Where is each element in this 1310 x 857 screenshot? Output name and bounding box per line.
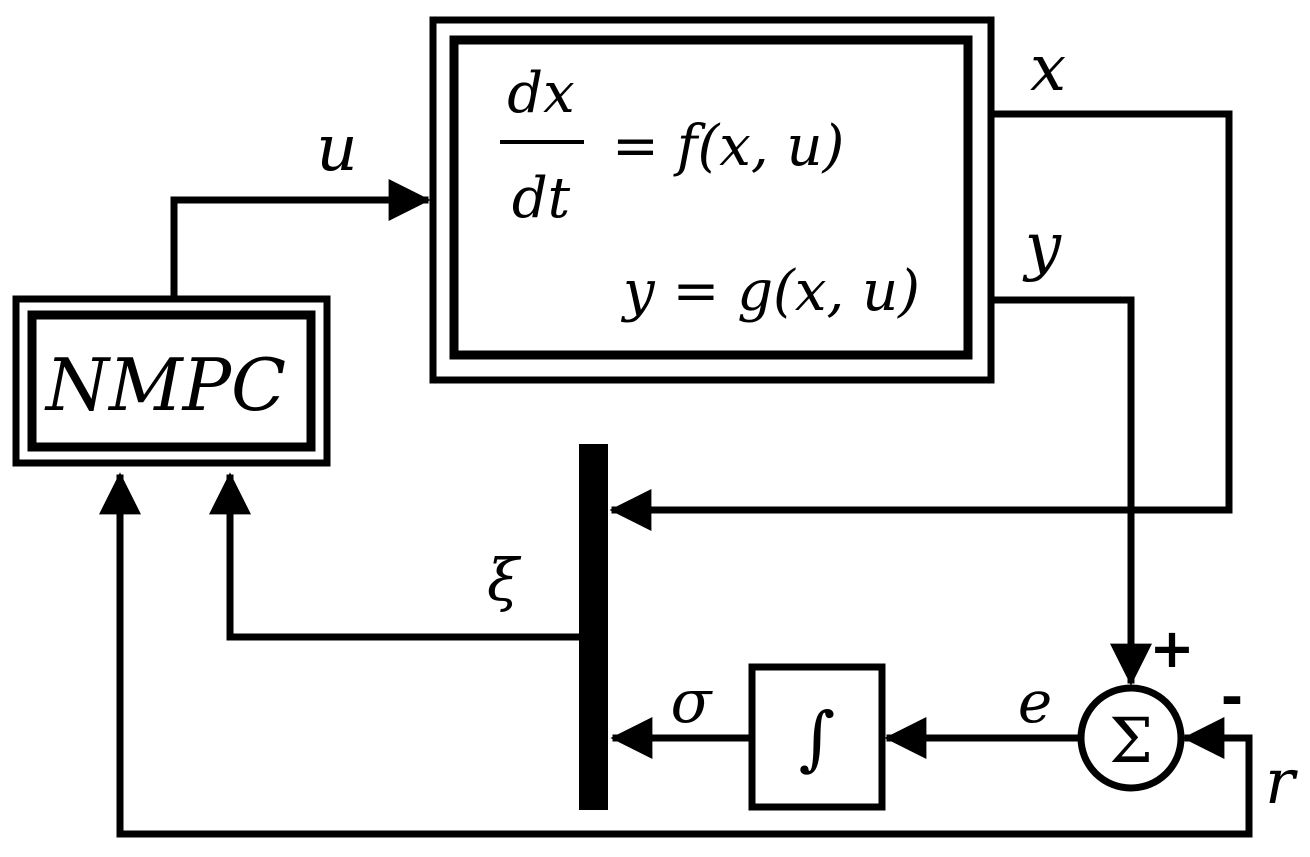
nmpc-block: NMPC	[12, 295, 331, 467]
output-equation: y = g(x, u)	[620, 259, 920, 324]
derivative-denominator: dt	[512, 166, 571, 231]
nmpc-label: NMPC	[44, 343, 286, 427]
dynamics-equation: = f(x, u)	[612, 114, 844, 179]
u-signal-wire	[170, 179, 431, 303]
x-feedback-wire	[609, 110, 1233, 531]
summing-junction: Σ + -	[1077, 617, 1243, 792]
xi-wire	[209, 472, 583, 641]
sigma-sum-symbol: Σ	[1109, 704, 1153, 777]
signal-mux-bar	[579, 444, 608, 810]
derivative-numerator: dx	[507, 61, 574, 126]
signal-label-r: r	[1265, 745, 1298, 818]
integrator-block: ∫	[748, 663, 886, 811]
plus-sign: +	[1149, 617, 1194, 680]
signal-label-xi: ξ	[487, 546, 522, 614]
signal-label-sigma: σ	[671, 667, 714, 737]
signal-label-x: x	[1030, 32, 1066, 106]
y-output-wire	[987, 296, 1152, 686]
signal-label-u: u	[316, 112, 357, 186]
signal-label-y: y	[1022, 210, 1062, 284]
r-reference-to-nmpc-wire	[99, 472, 1253, 838]
plant-block: dx dt = f(x, u) y = g(x, u)	[429, 16, 995, 384]
signal-label-e: e	[1018, 668, 1052, 736]
minus-sign: -	[1221, 666, 1243, 729]
integral-symbol: ∫	[799, 697, 835, 779]
